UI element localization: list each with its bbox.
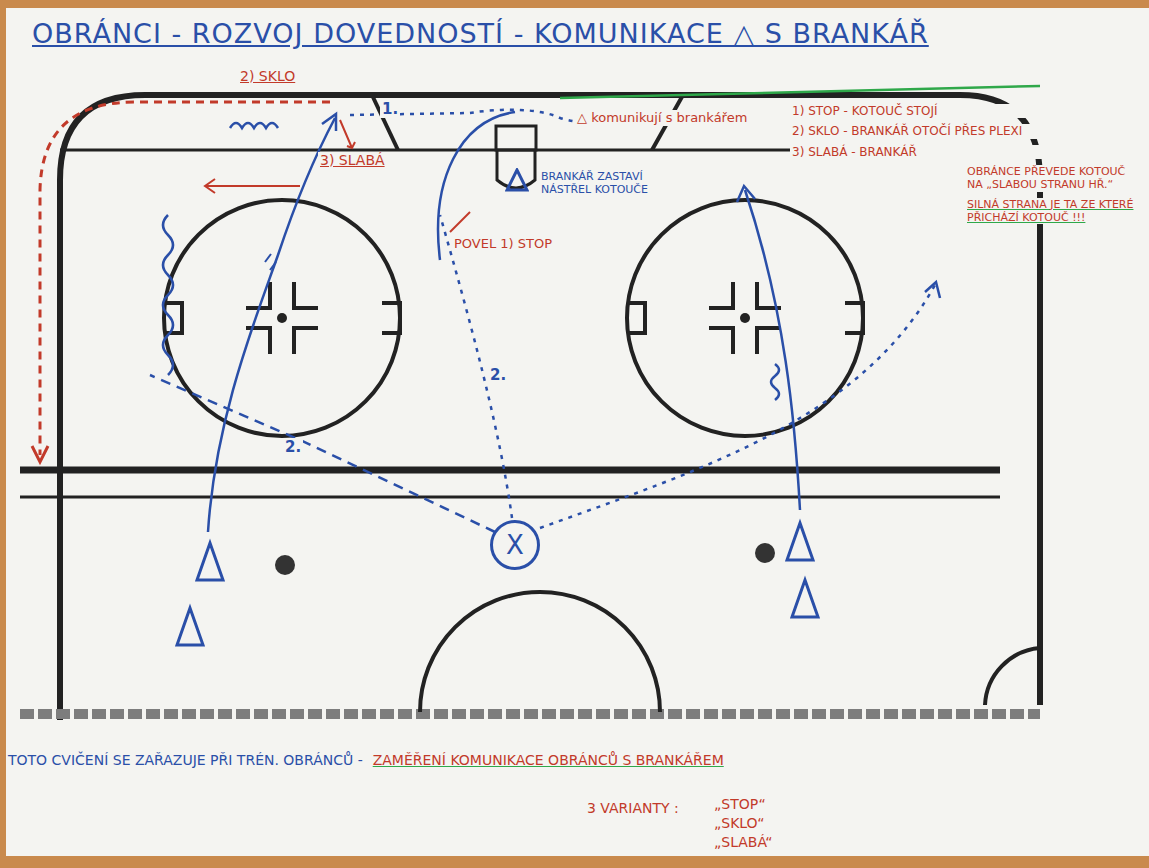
arrow-head (32, 446, 48, 462)
pass-line (150, 375, 495, 532)
drill-label: 2. (488, 366, 508, 384)
goalie-triangle (505, 168, 529, 192)
goalie-symbol: BRANKÁŘ ZASTAVÍ NÁSTŘEL KOTOUČE (505, 168, 529, 192)
faceoff-circle (627, 200, 863, 436)
variant-note: „SLABÁ“ (712, 834, 774, 851)
pointer-arrow (340, 120, 355, 148)
coach-circle: X (490, 520, 540, 570)
defender-symbol (787, 523, 813, 560)
faceoff-dot (277, 313, 287, 323)
glass-pass-path (40, 102, 330, 455)
instruction-note: OBRÁNCE PŘEVEDE KOTOUČ NA „SLABOU STRANU… (965, 165, 1145, 191)
backward-skating (230, 123, 278, 128)
defender-symbol (792, 580, 818, 617)
players (177, 523, 818, 645)
variant-note: „STOP“ (712, 796, 768, 813)
backward-skating (771, 364, 779, 400)
title: OBRÁNCI - ROZVOJ DOVEDNOSTÍ - KOMUNIKACE… (32, 18, 1122, 50)
arrow-head (737, 186, 755, 202)
focus-note: ZAMĚŘENÍ KOMUNIKACE OBRÁNCŮ S BRANKÁŘEM (373, 752, 724, 768)
drill-label: 2. (283, 438, 303, 456)
instruction-note: 1) STOP - KOTOUČ STOJÍ (790, 104, 1144, 118)
faceoff-circle-part (985, 648, 1040, 705)
board-edge (20, 709, 1040, 719)
skating-path (208, 118, 335, 532)
node-text: X (506, 531, 524, 560)
drill-label: 3) SLABÁ (318, 152, 387, 169)
drill-label: △ komunikují s brankářem (575, 110, 749, 126)
node-note: BRANKÁŘ ZASTAVÍ NÁSTŘEL KOTOUČE (539, 170, 683, 196)
paper-sheet (6, 8, 1149, 856)
shot-line (440, 215, 512, 518)
neutral-dot (755, 543, 775, 563)
neutral-dot (275, 555, 295, 575)
title-underline (560, 86, 1040, 98)
stride-marks (265, 254, 276, 270)
defender-symbol (197, 543, 223, 580)
instruction-note: SILNÁ STRANA JE TA ZE KTERÉ PŘICHÁZÍ KOT… (965, 198, 1145, 224)
faceoff-cross (709, 282, 781, 354)
center-circle (420, 592, 660, 712)
weak-side-arrow (205, 179, 300, 193)
caption-row: TOTO CVIČENÍ SE ZAŘAZUJE PŘI TRÉN. OBRÁN… (8, 752, 1143, 768)
drill-label: 2) SKLO (238, 68, 297, 85)
rink-boards (60, 95, 1040, 720)
goalie-triangle (507, 170, 527, 190)
faceoff-dot (740, 313, 750, 323)
defender-symbol (177, 608, 203, 645)
arrow-head (925, 282, 940, 298)
pass-line (540, 285, 935, 528)
instruction-note: 2) SKLO - BRANKÁŘ OTOČÍ PŘES PLEXI (790, 124, 1144, 138)
variant-note: „SKLO“ (712, 815, 767, 832)
arrow-head (322, 114, 336, 131)
instruction-note: 3) SLABÁ - BRANKÁŘ (790, 145, 1144, 159)
blue-line (20, 467, 1000, 474)
leader-line (450, 212, 470, 232)
drill-label: 1. (380, 100, 400, 118)
faceoff-circle (164, 200, 400, 436)
variant-note: 3 VARIANTY : (585, 800, 681, 817)
caption: TOTO CVIČENÍ SE ZAŘAZUJE PŘI TRÉN. OBRÁN… (8, 752, 363, 768)
backward-skating (163, 215, 173, 375)
drill-label: POVEL 1) STOP (452, 236, 554, 252)
goal-net (496, 126, 536, 150)
skating-path (745, 190, 800, 510)
